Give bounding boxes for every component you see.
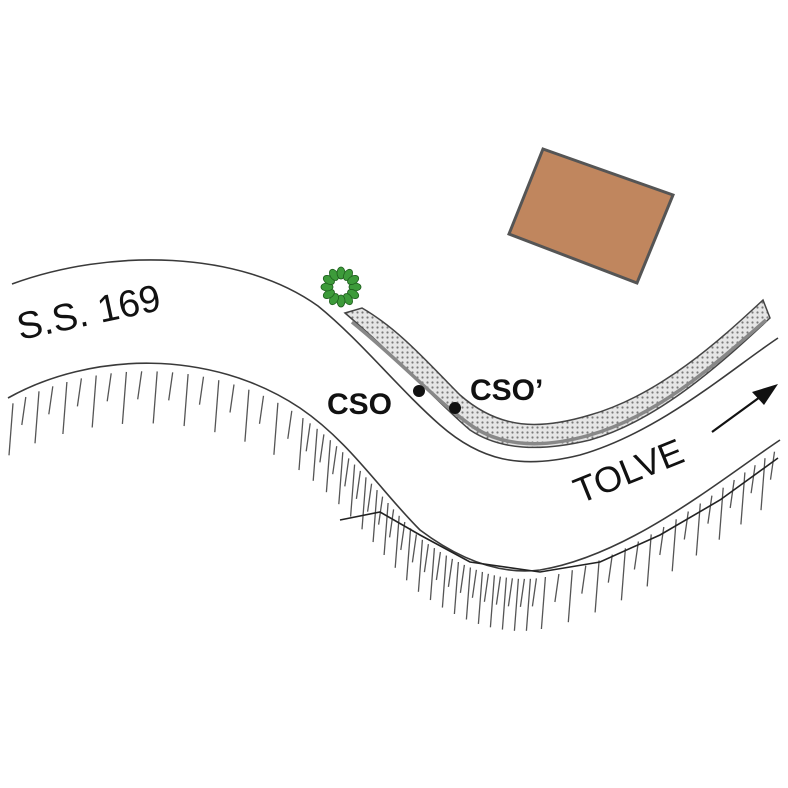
building	[507, 147, 675, 285]
tree-icon	[320, 266, 362, 308]
wall-inner-line	[350, 318, 768, 446]
road-lower-edge	[7, 362, 781, 572]
cso-prime-label: CSO’	[470, 374, 543, 407]
retaining-wall-line	[339, 457, 779, 573]
cso-prime-point	[449, 402, 461, 414]
embankment-slope	[8, 371, 776, 631]
road-upper-edge	[11, 259, 779, 463]
arrow-right-icon	[711, 384, 778, 433]
road-name-label: S.S. 169	[13, 277, 164, 348]
cso-point	[413, 385, 425, 397]
cso-label: CSO	[327, 388, 392, 421]
direction-label: TOLVE	[568, 430, 690, 511]
